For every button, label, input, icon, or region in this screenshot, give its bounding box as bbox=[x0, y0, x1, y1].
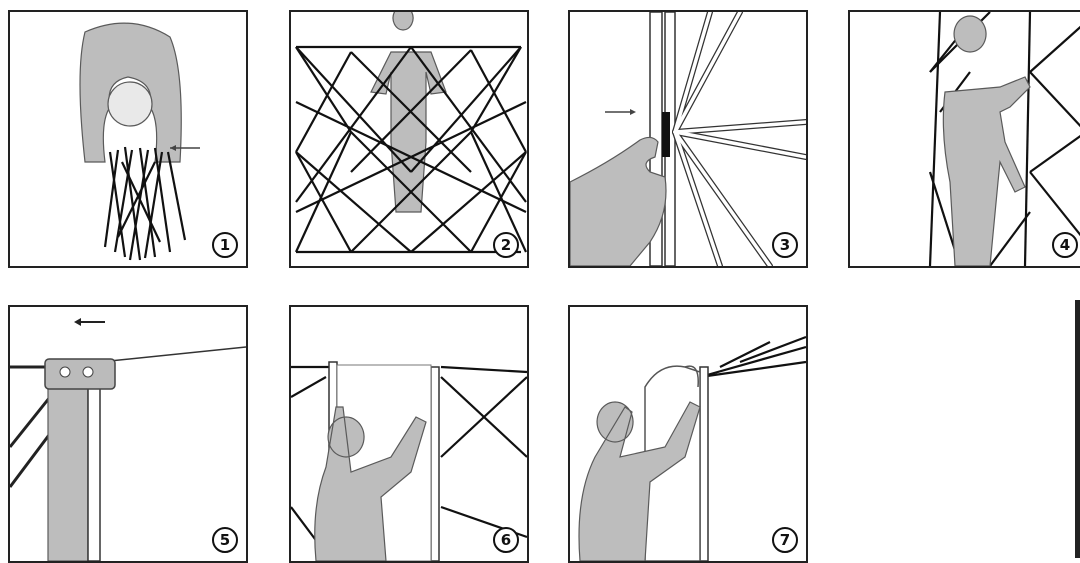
step-number-badge: 6 bbox=[493, 527, 519, 553]
step-number-badge: 4 bbox=[1052, 232, 1078, 258]
step-5-illustration bbox=[10, 307, 246, 561]
step-3-panel: 3 bbox=[568, 10, 808, 268]
step-5-panel: 5 bbox=[8, 305, 248, 563]
step-number-badge: 7 bbox=[772, 527, 798, 553]
step-4-illustration bbox=[850, 12, 1080, 266]
step-3-illustration bbox=[570, 12, 806, 266]
step-number-badge: 2 bbox=[493, 232, 519, 258]
step-2-panel: 2 bbox=[289, 10, 529, 268]
edge-border bbox=[1075, 300, 1080, 558]
step-4-panel: 4 bbox=[848, 10, 1080, 268]
step-number-badge: 5 bbox=[212, 527, 238, 553]
step-6-panel: 6 bbox=[289, 305, 529, 563]
step-1-panel: 1 bbox=[8, 10, 248, 268]
step-1-illustration bbox=[10, 12, 246, 266]
step-7-illustration bbox=[570, 307, 806, 561]
step-number-badge: 1 bbox=[212, 232, 238, 258]
step-number-badge: 3 bbox=[772, 232, 798, 258]
step-2-illustration bbox=[291, 12, 527, 266]
step-7-panel: 7 bbox=[568, 305, 808, 563]
step-6-illustration bbox=[291, 307, 527, 561]
